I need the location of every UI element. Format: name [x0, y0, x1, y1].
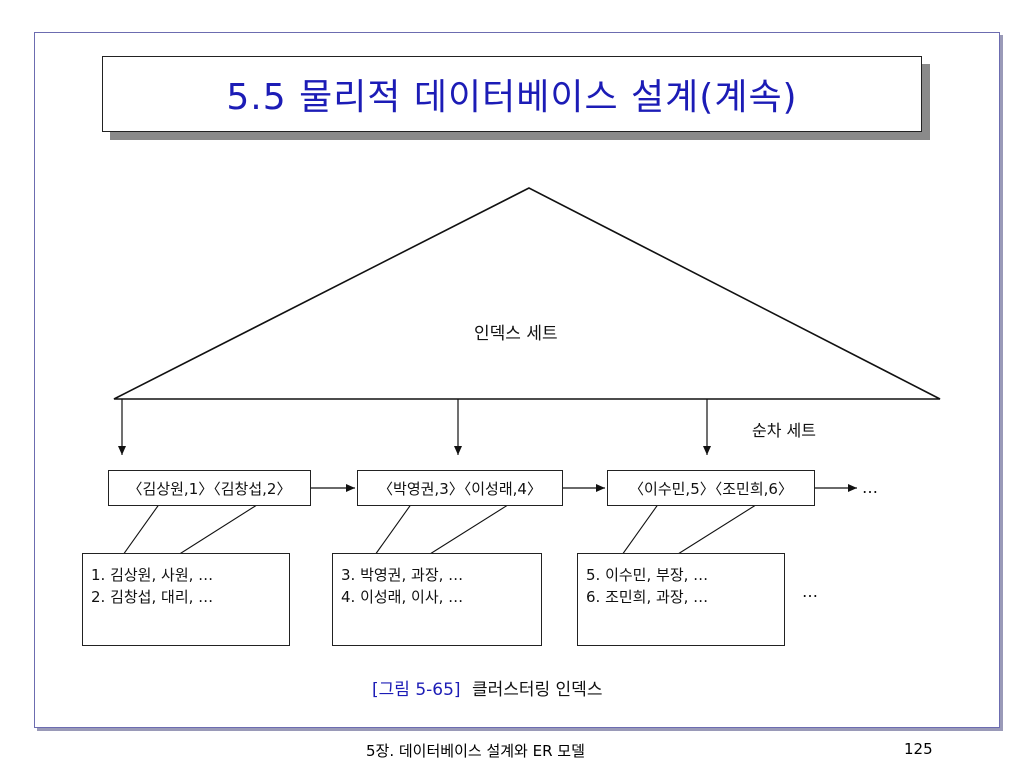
record-row: 2. 김창섭, 대리, … [91, 588, 214, 606]
sequence-node: 〈김상원,1〉〈김창섭,2〉 [108, 470, 311, 506]
index-set-triangle [113, 187, 941, 400]
index-set-label: 인덱스 세트 [474, 324, 558, 344]
record-block: 5. 이수민, 부장, … 6. 조민희, 과장, … [577, 553, 785, 646]
record-row: 6. 조민희, 과장, … [586, 588, 709, 606]
sequence-ellipsis: … [862, 478, 878, 497]
sequence-node: 〈박영권,3〉〈이성래,4〉 [357, 470, 563, 506]
figure-caption: [그림 5-65] 클러스터링 인덱스 [372, 675, 602, 700]
footer-page-number: 125 [904, 740, 933, 758]
footer-chapter: 5장. 데이터베이스 설계와 ER 모델 [366, 742, 585, 760]
record-row: 4. 이성래, 이사, … [341, 588, 464, 606]
record-row: 3. 박영권, 과장, … [341, 566, 464, 584]
figure-number: [그림 5-65] [372, 680, 461, 700]
record-block: 3. 박영권, 과장, … 4. 이성래, 이사, … [332, 553, 542, 646]
record-row: 5. 이수민, 부장, … [586, 566, 709, 584]
record-block: 1. 김상원, 사원, … 2. 김창섭, 대리, … [82, 553, 290, 646]
title-box: 5.5 물리적 데이터베이스 설계(계속) [102, 56, 922, 132]
slide-title: 5.5 물리적 데이터베이스 설계(계속) [226, 77, 798, 118]
record-ellipsis: … [802, 582, 818, 601]
figure-title: 클러스터링 인덱스 [471, 680, 603, 700]
sequence-node: 〈이수민,5〉〈조민희,6〉 [607, 470, 815, 506]
record-row: 1. 김상원, 사원, … [91, 566, 214, 584]
sequence-set-label: 순차 세트 [752, 421, 816, 440]
